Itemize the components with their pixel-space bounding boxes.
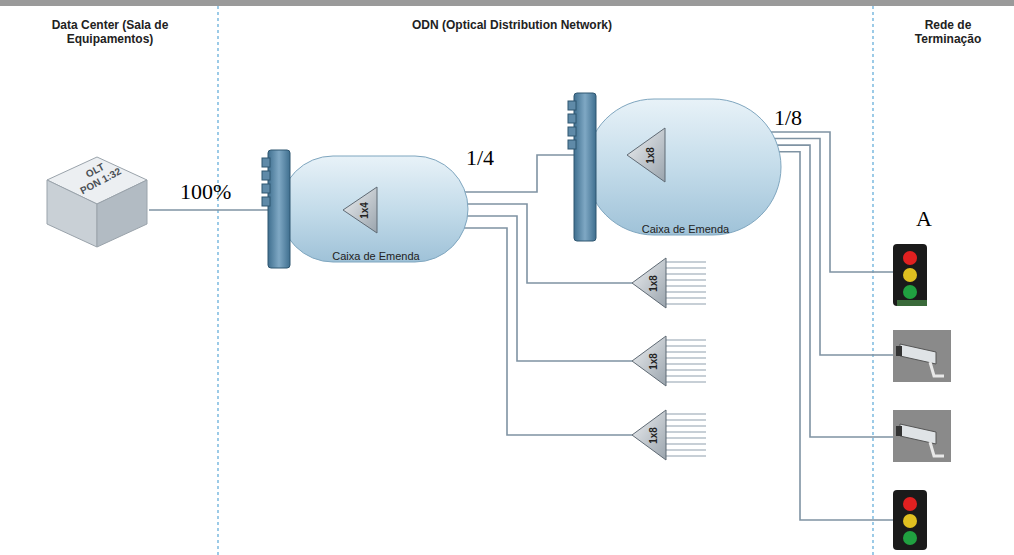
zone-heading: Rede de Terminação	[893, 18, 1003, 46]
splitter-ratio: 1x8	[645, 147, 656, 164]
fiber-stub	[666, 303, 706, 304]
fiber-stub	[666, 419, 706, 420]
fiber-stub	[666, 449, 706, 450]
zone-heading: ODN (Optical Distribution Network)	[362, 18, 662, 32]
splice-box: Caixa de Emenda 1x4	[262, 150, 470, 268]
fiber-stub	[666, 297, 706, 298]
fiber-stub	[666, 357, 706, 358]
traffic-light-icon	[893, 490, 927, 550]
zone-heading: Data Center (Sala de Equipamentos)	[10, 18, 210, 46]
box-caption: Caixa de Emenda	[594, 223, 777, 235]
fiber-stub	[666, 437, 706, 438]
fiber-stub	[666, 413, 706, 414]
fiber-stub	[666, 291, 706, 292]
camera-icon	[893, 410, 951, 462]
fiber-stub	[666, 345, 706, 346]
fiber-stub	[666, 375, 706, 376]
fiber-stub	[666, 285, 706, 286]
splitter-triangle: 1x8	[632, 258, 666, 308]
fiber-stub	[666, 431, 706, 432]
split-ratio: 1/8	[774, 106, 802, 130]
edge-label: 100%	[180, 180, 231, 204]
top-bar	[0, 0, 1014, 6]
edge-label: 1/4	[466, 146, 494, 170]
zone-divider	[872, 6, 873, 555]
olt-cube: OLTPON 1:32	[45, 152, 149, 248]
callout-letter: A	[916, 207, 932, 231]
splitter-triangle: 1x8	[627, 128, 665, 182]
fiber-stub	[666, 369, 706, 370]
splitter-triangle: 1x8	[632, 336, 666, 386]
fiber-stub	[666, 267, 706, 268]
fiber-stub	[666, 339, 706, 340]
camera-icon	[893, 330, 951, 382]
fiber-stub	[666, 381, 706, 382]
node-outline	[568, 93, 783, 241]
splitter-ratio: 1x8	[647, 427, 658, 444]
box-caption: Caixa de Emenda	[288, 250, 464, 262]
splitter-triangle: 1x4	[343, 187, 377, 233]
fiber-stub	[666, 261, 706, 262]
zone-divider	[217, 6, 218, 555]
fiber-stub	[666, 363, 706, 364]
fiber-stub	[666, 351, 706, 352]
traffic-light-icon	[893, 244, 927, 306]
splitter-ratio: 1x8	[647, 275, 658, 292]
fiber-stub	[666, 455, 706, 456]
splitter-ratio: 1x4	[358, 202, 369, 219]
splitter-triangle: 1x8	[632, 410, 666, 460]
fiber-stub	[666, 273, 706, 274]
fiber-stub	[666, 443, 706, 444]
splice-box: Caixa de Emenda 1x8	[568, 93, 783, 241]
fiber-stub	[666, 425, 706, 426]
splitter-ratio: 1x8	[647, 353, 658, 370]
fiber-stub	[666, 279, 706, 280]
